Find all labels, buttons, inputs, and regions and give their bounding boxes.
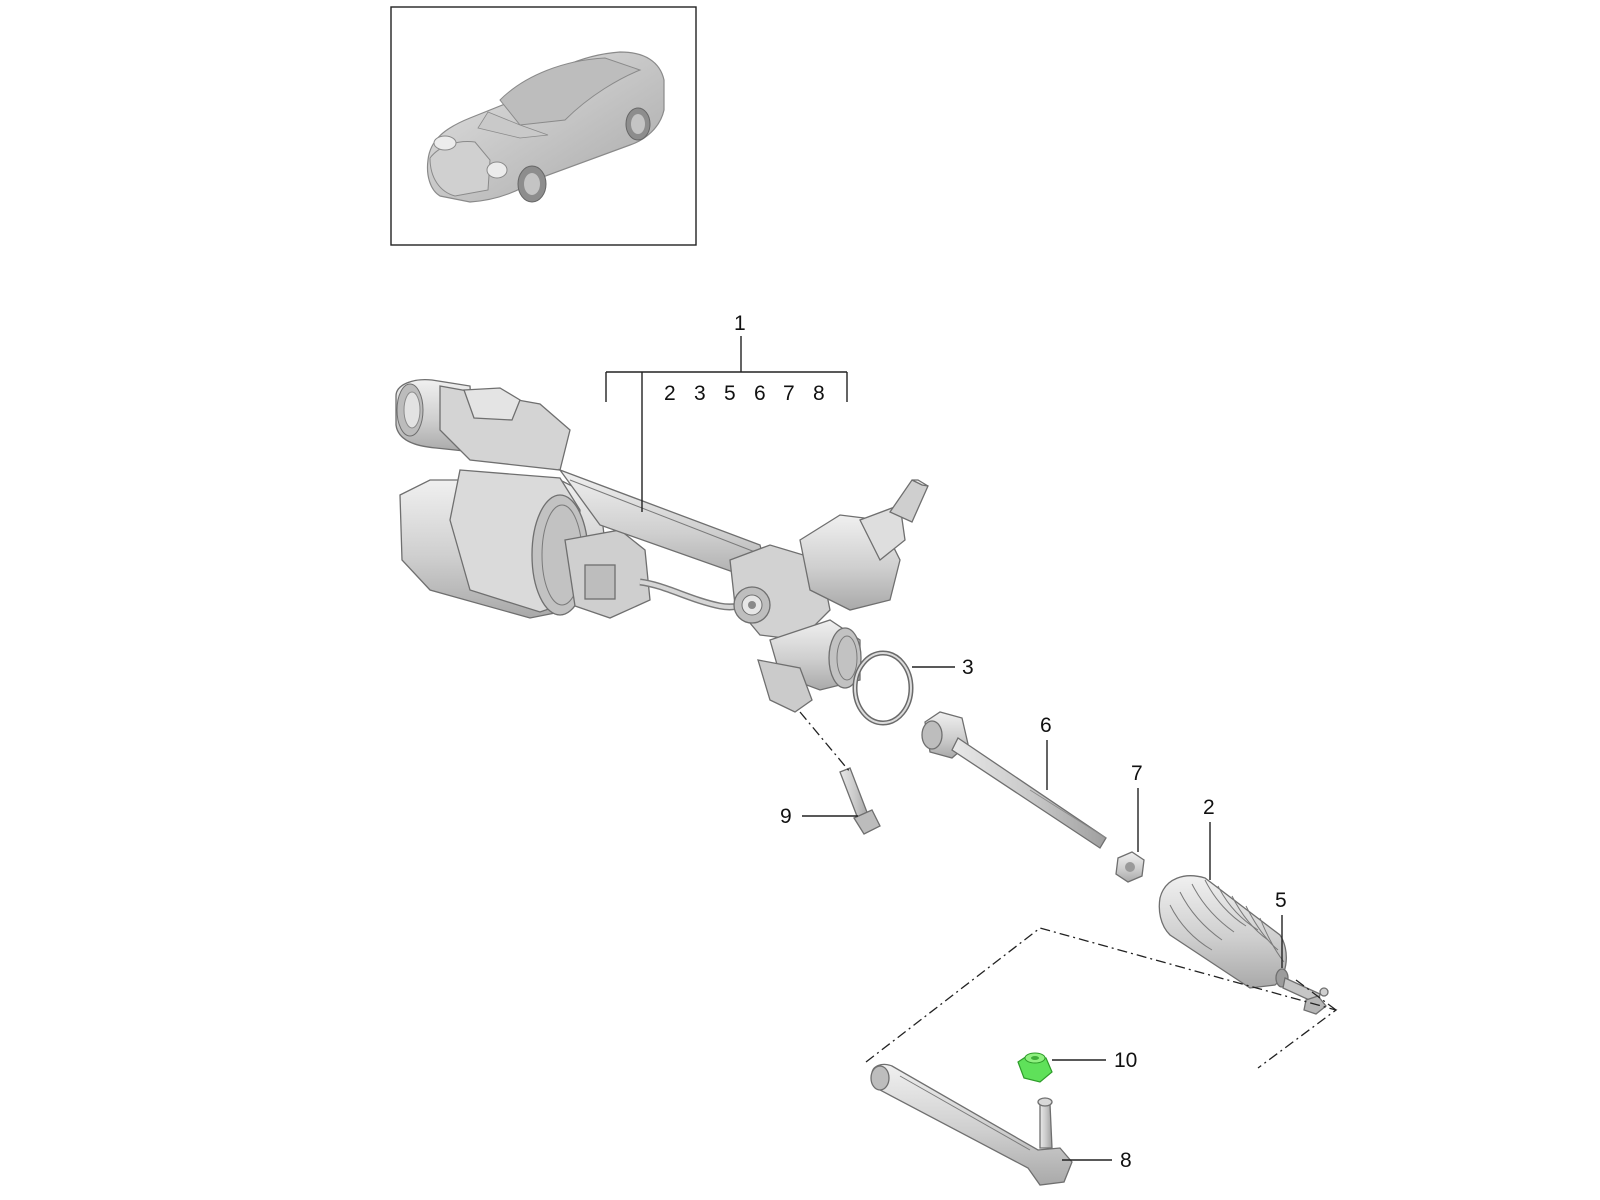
vehicle-thumbnail bbox=[390, 6, 697, 246]
callout-2: 2 bbox=[1203, 796, 1215, 819]
group-member-3: 3 bbox=[694, 382, 706, 405]
steering-rack-icon bbox=[395, 379, 929, 713]
car-coupe-icon bbox=[426, 51, 665, 203]
callout-8: 8 bbox=[1120, 1149, 1132, 1172]
callout-leaders bbox=[605, 336, 1338, 1161]
group-member-7: 7 bbox=[783, 382, 795, 405]
hex-nut-icon bbox=[1017, 1052, 1053, 1083]
callout-7: 7 bbox=[1131, 762, 1143, 785]
group-member-6: 6 bbox=[754, 382, 766, 405]
callout-6: 6 bbox=[1040, 714, 1052, 737]
group-member-8: 8 bbox=[813, 382, 825, 405]
group-member-2: 2 bbox=[664, 382, 676, 405]
steering-boot-part bbox=[1158, 875, 1329, 1015]
callout-5: 5 bbox=[1275, 889, 1287, 912]
mounting-bolt-part bbox=[839, 767, 881, 835]
inner-tie-rod-part bbox=[921, 711, 1107, 849]
clamp-ring-part bbox=[852, 650, 914, 726]
tie-rod-end-part bbox=[870, 1063, 1073, 1186]
callout-labels: 1 2 3 5 6 7 8 3 6 7 2 5 9 10 8 bbox=[664, 312, 1287, 1172]
callout-3: 3 bbox=[962, 656, 974, 679]
group-member-5: 5 bbox=[724, 382, 736, 405]
callout-1: 1 bbox=[734, 312, 746, 335]
lock-nut-part bbox=[1115, 851, 1145, 883]
callout-9: 9 bbox=[780, 805, 792, 828]
callout-10: 10 bbox=[1114, 1049, 1137, 1072]
